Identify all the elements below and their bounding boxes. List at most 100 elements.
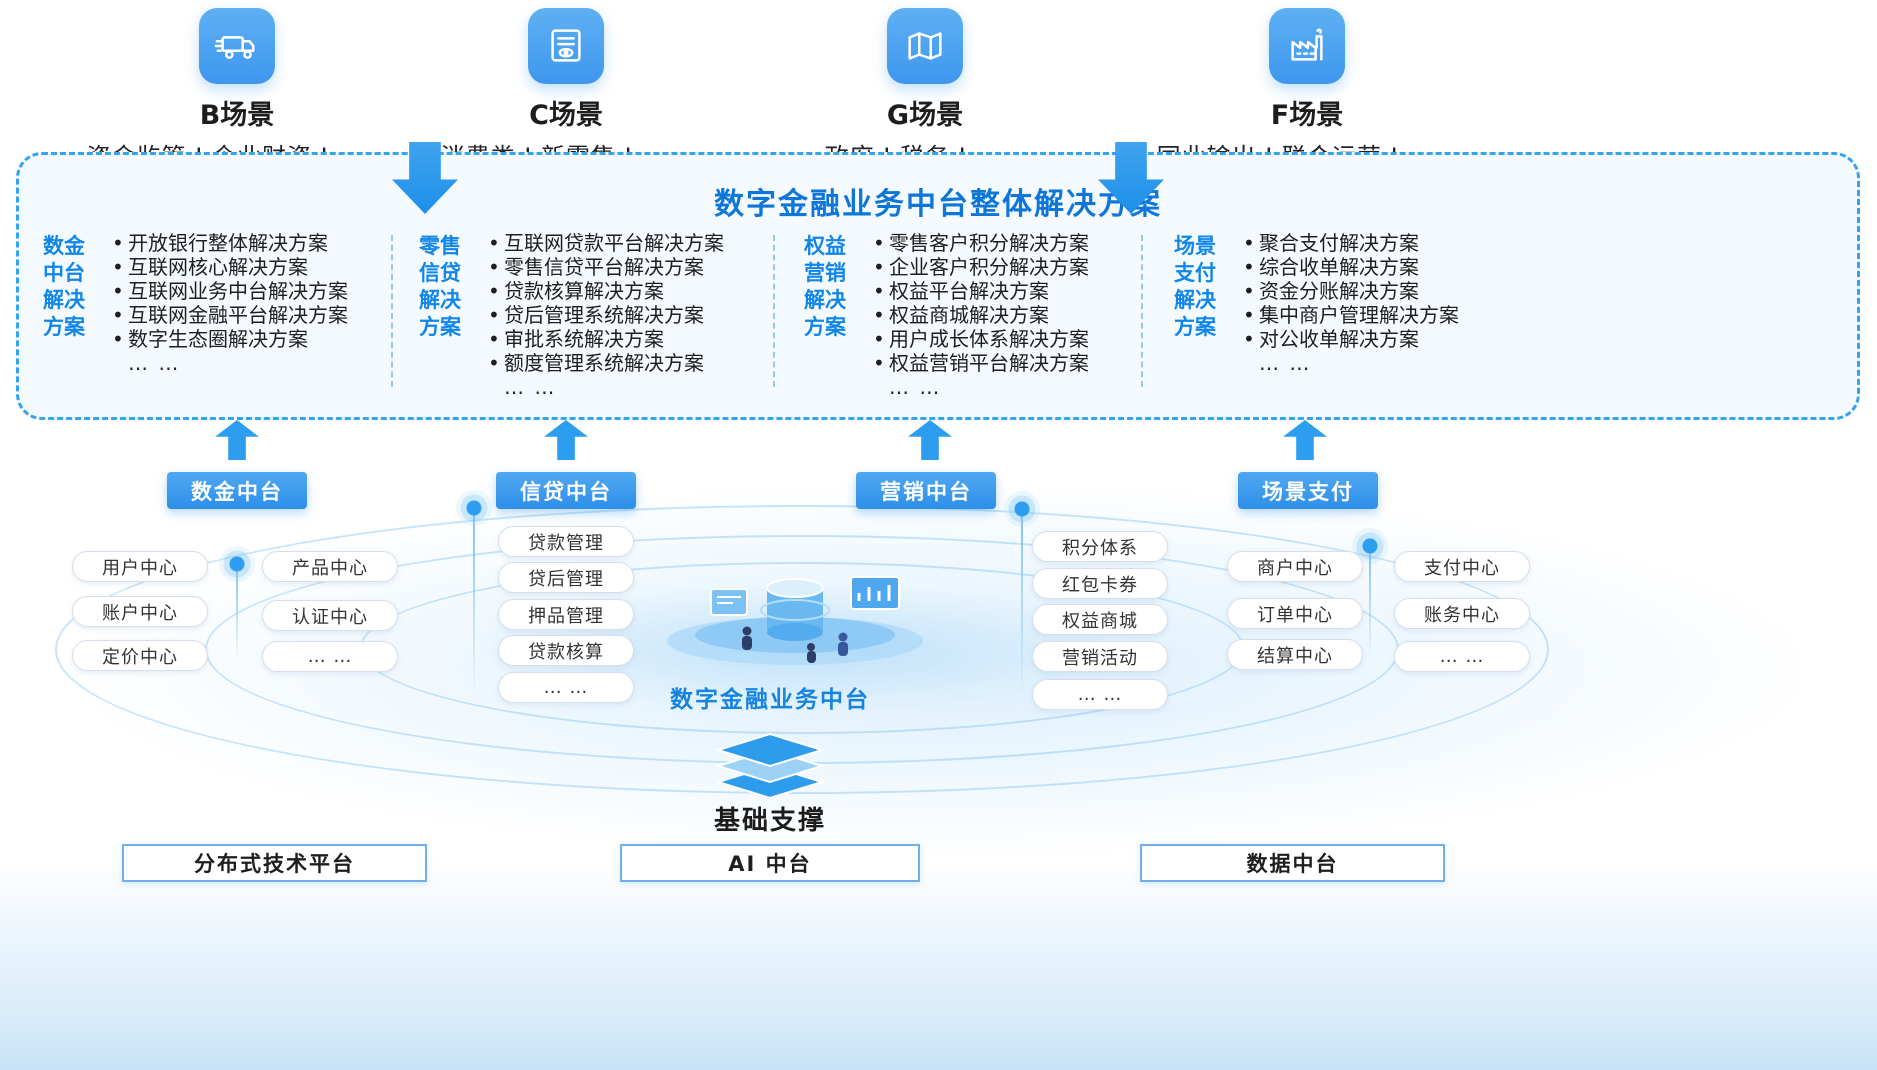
more-pill: … … — [498, 672, 634, 703]
solution-group-quanyi: 权益 营销 解决 方案 零售客户积分解决方案 企业客户积分解决方案 权益平台解决… — [804, 231, 1089, 399]
halo-dot — [1004, 491, 1040, 527]
solution-item: 互联网业务中台解决方案 — [109, 279, 348, 303]
solution-list: 互联网贷款平台解决方案 零售信贷平台解决方案 贷款核算解决方案 贷后管理系统解决… — [485, 231, 724, 399]
more-pill: … … — [1032, 679, 1168, 710]
up-arrow — [215, 420, 259, 460]
truck-icon — [199, 8, 275, 84]
scenario-b: B场景 资金监管 I 企业财资 I …… — [57, 8, 417, 172]
connector-stem — [473, 510, 475, 695]
solution-more: … … — [504, 375, 557, 399]
platform-illustration — [655, 533, 935, 677]
product-center-pill: 产品中心 — [262, 551, 398, 582]
benefits-mall-pill: 权益商城 — [1032, 604, 1168, 635]
factory-icon — [1269, 8, 1345, 84]
up-arrow — [908, 420, 952, 460]
solution-item: 贷款核算解决方案 — [485, 279, 724, 303]
order-center-pill: 订单中心 — [1227, 598, 1363, 629]
solution-item: 审批系统解决方案 — [485, 327, 724, 351]
banner-shujin-zhongtai: 数金中台 — [167, 472, 307, 509]
solution-item: 权益商城解决方案 — [870, 303, 1089, 327]
connector-stem — [236, 565, 238, 660]
collateral-pill: 押品管理 — [498, 599, 634, 630]
solution-item: 互联网核心解决方案 — [109, 255, 348, 279]
scenario-title: C场景 — [529, 100, 603, 131]
solution-group-label: 零售 信贷 解决 方案 — [419, 234, 461, 339]
solution-item: 数字生态圈解决方案 — [109, 327, 348, 351]
panel-divider — [391, 235, 393, 387]
solution-item: 零售信贷平台解决方案 — [485, 255, 724, 279]
panel-divider — [1141, 235, 1143, 387]
settlement-center-pill: 结算中心 — [1227, 639, 1363, 670]
solution-list: 聚合支付解决方案 综合收单解决方案 资金分账解决方案 集中商户管理解决方案 对公… — [1240, 231, 1459, 375]
solution-panel: 数字金融业务中台整体解决方案 数金 中台 解决 方案 开放银行整体解决方案 互联… — [16, 152, 1860, 420]
up-arrow — [1283, 420, 1327, 460]
post-loan-pill: 贷后管理 — [498, 562, 634, 593]
connector-stem — [1369, 548, 1371, 658]
solution-item: 权益营销平台解决方案 — [870, 351, 1089, 375]
scenario-g: G场景 政府 I 税务 I …… — [745, 8, 1105, 172]
layers-stack-icon — [710, 726, 830, 810]
solution-item: 综合收单解决方案 — [1240, 255, 1459, 279]
solution-item: 开放银行整体解决方案 — [109, 231, 348, 255]
solution-more: … … — [1259, 351, 1312, 375]
marketing-activity-pill: 营销活动 — [1032, 641, 1168, 672]
solution-item: 互联网金融平台解决方案 — [109, 303, 348, 327]
panel-divider — [773, 235, 775, 387]
loan-accounting-pill: 贷款核算 — [498, 635, 634, 666]
background-bottom-gradient — [0, 860, 1877, 1070]
banner-xindai-zhongtai: 信贷中台 — [496, 472, 636, 509]
solution-item: 企业客户积分解决方案 — [870, 255, 1089, 279]
middle-platform-title: 数字金融业务中台 — [670, 687, 870, 713]
scenario-title: B场景 — [199, 100, 275, 131]
distributed-tech-platform-box: 分布式技术平台 — [122, 844, 427, 882]
solution-group-label: 数金 中台 解决 方案 — [43, 234, 85, 339]
solution-group-label: 权益 营销 解决 方案 — [804, 234, 846, 339]
halo-dot — [456, 490, 492, 526]
platform-ring-outer — [55, 505, 1549, 794]
solution-list: 开放银行整体解决方案 互联网核心解决方案 互联网业务中台解决方案 互联网金融平台… — [109, 231, 348, 375]
loan-mgmt-pill: 贷款管理 — [498, 526, 634, 557]
solution-more: … … — [128, 351, 181, 375]
scenario-title: G场景 — [886, 100, 964, 131]
auth-center-pill: 认证中心 — [262, 600, 398, 631]
halo-dot — [219, 546, 255, 582]
up-arrow — [544, 420, 588, 460]
solution-item: 资金分账解决方案 — [1240, 279, 1459, 303]
solution-item: 额度管理系统解决方案 — [485, 351, 724, 375]
ai-middle-platform-box: AI 中台 — [620, 844, 920, 882]
solution-item: 对公收单解决方案 — [1240, 327, 1459, 351]
pricing-center-pill: 定价中心 — [72, 640, 208, 671]
solution-list: 零售客户积分解决方案 企业客户积分解决方案 权益平台解决方案 权益商城解决方案 … — [870, 231, 1089, 399]
banner-yingxiao-zhongtai: 营销中台 — [856, 472, 996, 509]
banner-changjing-zhifu: 场景支付 — [1238, 472, 1378, 509]
scenario-title: F场景 — [1270, 100, 1344, 131]
receipt-icon — [528, 8, 604, 84]
account-center-pill: 账户中心 — [72, 596, 208, 627]
more-pill: … … — [262, 641, 398, 672]
solution-group-shujin: 数金 中台 解决 方案 开放银行整体解决方案 互联网核心解决方案 互联网业务中台… — [43, 231, 348, 375]
payment-center-pill: 支付中心 — [1394, 551, 1530, 582]
points-pill: 积分体系 — [1032, 531, 1168, 562]
foundation-label: 基础支撑 — [713, 806, 826, 836]
solution-panel-title: 数字金融业务中台整体解决方案 — [714, 187, 1162, 222]
merchant-center-pill: 商户中心 — [1227, 551, 1363, 582]
user-center-pill: 用户中心 — [72, 551, 208, 582]
connector-stem — [1021, 511, 1023, 696]
billing-center-pill: 账务中心 — [1394, 598, 1530, 629]
solution-item: 零售客户积分解决方案 — [870, 231, 1089, 255]
data-middle-platform-box: 数据中台 — [1140, 844, 1445, 882]
solution-item: 聚合支付解决方案 — [1240, 231, 1459, 255]
scenario-f: F场景 同业输出 I 联合运营 I …… — [1127, 8, 1487, 172]
solution-group-label: 场景 支付 解决 方案 — [1174, 234, 1216, 339]
solution-item: 集中商户管理解决方案 — [1240, 303, 1459, 327]
solution-item: 权益平台解决方案 — [870, 279, 1089, 303]
coupon-pill: 红包卡券 — [1032, 568, 1168, 599]
solution-group-lingshou: 零售 信贷 解决 方案 互联网贷款平台解决方案 零售信贷平台解决方案 贷款核算解… — [419, 231, 724, 399]
solution-more: … … — [889, 375, 942, 399]
solution-group-changjing: 场景 支付 解决 方案 聚合支付解决方案 综合收单解决方案 资金分账解决方案 集… — [1174, 231, 1459, 375]
solution-item: 用户成长体系解决方案 — [870, 327, 1089, 351]
more-pill: … … — [1394, 641, 1530, 672]
map-icon — [887, 8, 963, 84]
solution-item: 互联网贷款平台解决方案 — [485, 231, 724, 255]
